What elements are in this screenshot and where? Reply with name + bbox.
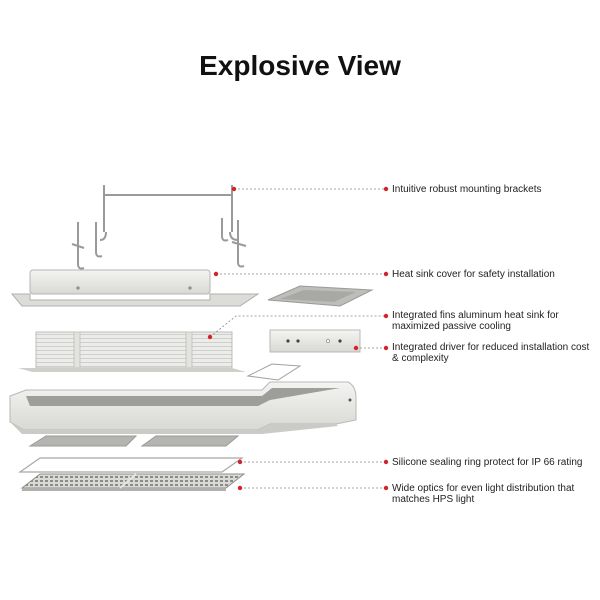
callout-mounting-brackets: Intuitive robust mounting brackets	[392, 184, 542, 195]
silicone-sealing-ring	[18, 457, 244, 473]
marker-dot	[207, 334, 213, 340]
marker-dot	[383, 485, 389, 491]
marker-dot	[383, 313, 389, 319]
leader-lines	[209, 188, 384, 489]
marker-dot	[237, 459, 243, 465]
marker-dot	[383, 186, 389, 192]
marker-dot	[237, 485, 243, 491]
marker-dot	[383, 271, 389, 277]
mounting-brackets	[71, 185, 247, 270]
marker-dots	[207, 186, 389, 491]
callout-wide-optics: Wide optics for even light distribution …	[392, 483, 575, 505]
optics-lens	[20, 473, 246, 491]
callout-sealing-ring: Silicone sealing ring protect for IP 66 …	[392, 457, 583, 468]
driver-box	[269, 329, 361, 353]
main-housing	[9, 381, 357, 434]
fins-heat-sink	[18, 331, 246, 372]
marker-dot	[353, 345, 359, 351]
heat-sink-cover	[10, 269, 260, 307]
marker-dot	[213, 271, 219, 277]
callout-fins-heat-sink: Integrated fins aluminum heat sink for m…	[392, 310, 559, 332]
marker-dot	[231, 186, 237, 192]
driver-cover-plate	[267, 285, 374, 307]
marker-dot	[383, 459, 389, 465]
page-title: Explosive View	[199, 50, 401, 81]
callout-integrated-driver: Integrated driver for reduced installati…	[392, 342, 590, 364]
driver-gasket	[246, 363, 302, 381]
callout-heat-sink-cover: Heat sink cover for safety installation	[392, 269, 555, 280]
marker-dot	[383, 345, 389, 351]
lens-holders	[28, 435, 240, 447]
